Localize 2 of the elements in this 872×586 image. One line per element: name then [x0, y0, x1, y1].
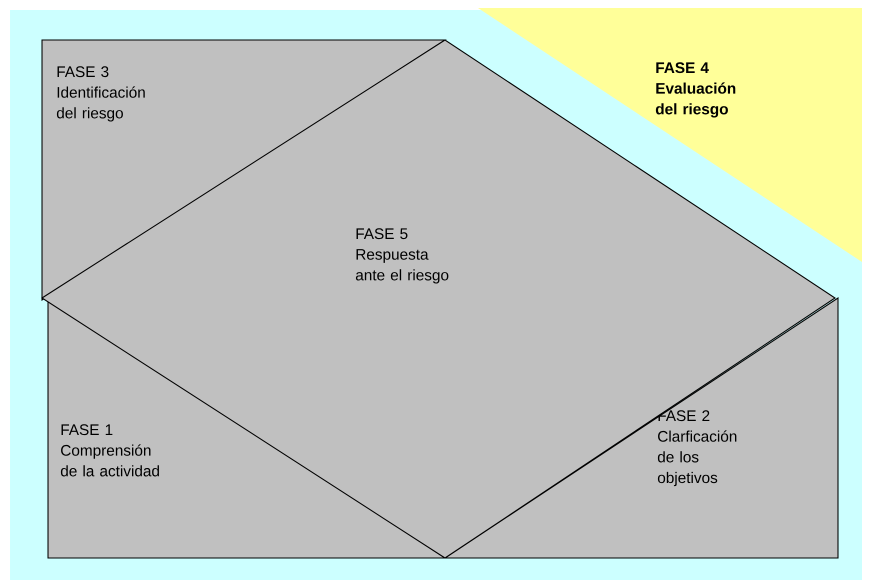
phase-triangle: FASE 1 Comprensión de la actividad: [47, 297, 447, 559]
phase-triangle: FASE 4 Evaluación del riesgo: [478, 8, 862, 262]
